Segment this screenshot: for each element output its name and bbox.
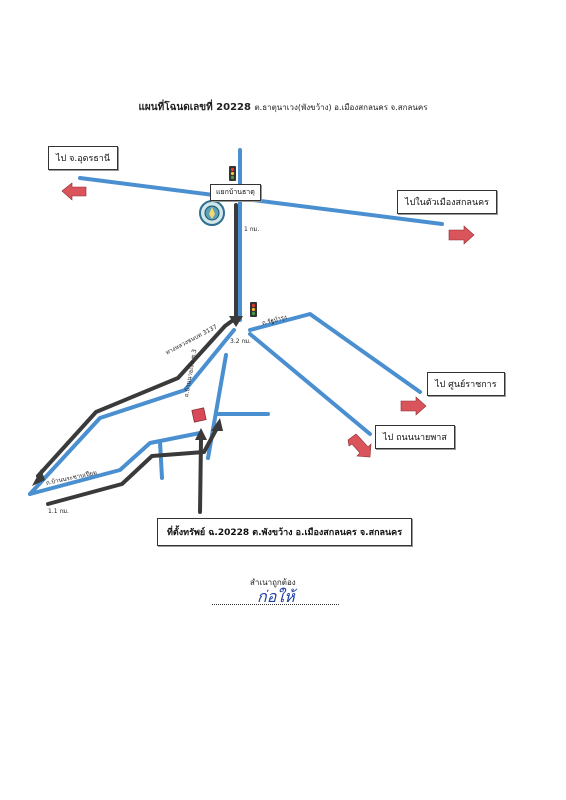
route-main bbox=[36, 203, 238, 478]
arrow-right-city bbox=[448, 225, 475, 245]
dest-naiphat-box: ไป ถนนนายพาส bbox=[375, 425, 455, 449]
route-path bbox=[36, 203, 238, 514]
property-marker bbox=[191, 407, 207, 423]
title-main: แผนที่โฉนดเลขที่ 20228 bbox=[138, 102, 251, 113]
dest-udon-box: ไป จ.อุดรธานี bbox=[48, 146, 119, 170]
road-west-stub bbox=[158, 440, 164, 480]
signature-line bbox=[212, 604, 339, 605]
route-to-property bbox=[198, 438, 203, 514]
arrow-right-govt bbox=[400, 396, 427, 416]
arrowhead-lower-up bbox=[211, 418, 223, 431]
route-arrowheads bbox=[32, 316, 243, 486]
certification-label: สำเนาถูกต้อง bbox=[250, 578, 296, 587]
dest-city-label: ไปในตัวเมืองสกลนคร bbox=[405, 198, 489, 208]
location-box: ที่ตั้งทรัพย์ ฉ.20228 ต.พังขว้าง อ.เมือง… bbox=[157, 518, 413, 546]
arrowhead-west bbox=[32, 469, 45, 486]
traffic-light-top-icon bbox=[229, 166, 236, 181]
emblem-icon bbox=[199, 200, 225, 226]
dest-naiphat-label: ไป ถนนนายพาส bbox=[383, 433, 447, 443]
dest-govt-box: ไป ศูนย์ราชการ bbox=[427, 372, 505, 396]
title-sub: ต.ธาตุนาเวง(พังขว้าง) อ.เมืองสกลนคร จ.สก… bbox=[254, 103, 428, 112]
road-rat-bamrung bbox=[248, 312, 422, 394]
arrow-left-udon bbox=[61, 182, 87, 201]
distance-1km: 1 กม. bbox=[244, 226, 260, 233]
location-label: ที่ตั้งทรัพย์ ฉ.20228 ต.พังขว้าง อ.เมือง… bbox=[167, 528, 403, 538]
map-title: แผนที่โฉนดเลขที่ 20228 ต.ธาตุนาเวง(พังขว… bbox=[0, 100, 566, 115]
route-lower bbox=[46, 428, 218, 506]
dest-govt-label: ไป ศูนย์ราชการ bbox=[435, 380, 497, 390]
junction-label: แยกบ้านธาตุ bbox=[216, 188, 255, 196]
road-to-naiphat bbox=[248, 332, 372, 436]
road-network bbox=[28, 148, 444, 496]
dest-udon-label: ไป จ.อุดรธานี bbox=[56, 154, 111, 164]
distance-1-1km: 1.1 กม. bbox=[48, 508, 69, 515]
arrow-down-naiphat bbox=[347, 433, 372, 458]
road-lower-branch bbox=[28, 431, 202, 496]
junction-box: แยกบ้านธาตุ bbox=[210, 184, 261, 201]
arrowhead-property-up bbox=[195, 428, 207, 440]
distance-3-2km: 3.2 กม. bbox=[230, 338, 251, 345]
road-main-east-west bbox=[78, 176, 444, 226]
road-highway-blue bbox=[28, 328, 236, 496]
direction-arrows bbox=[61, 182, 475, 458]
signature: ก่อให้ bbox=[257, 587, 295, 606]
dest-city-box: ไปในตัวเมืองสกลนคร bbox=[397, 190, 497, 214]
arrowhead-junction bbox=[229, 316, 243, 327]
traffic-light-junction-icon bbox=[250, 302, 257, 317]
